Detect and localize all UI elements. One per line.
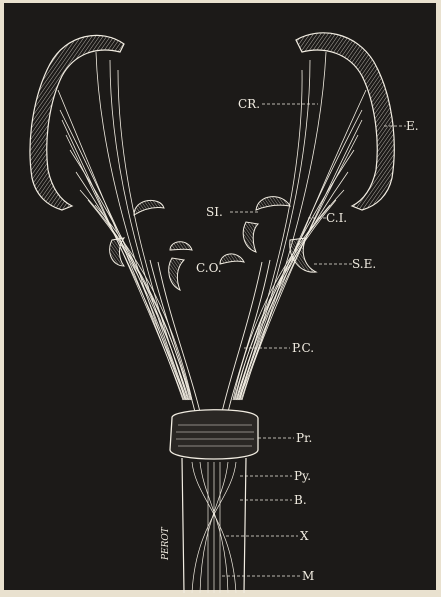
- label-cr: CR.: [238, 97, 260, 111]
- label-e: E.: [406, 119, 419, 133]
- label-m: M: [302, 569, 314, 583]
- label-x: X: [300, 529, 309, 543]
- label-pr: Pr.: [296, 431, 312, 445]
- label-si: SI.: [206, 205, 223, 219]
- pons: [170, 410, 258, 459]
- engraver-signature: PEROT: [161, 526, 171, 561]
- label-co: C.O.: [196, 261, 222, 275]
- label-pc: P.C.: [292, 341, 314, 355]
- label-b: B.: [294, 493, 307, 507]
- label-se: S.E.: [352, 257, 376, 271]
- label-ci: C.I.: [326, 211, 347, 225]
- label-py: Py.: [294, 469, 311, 483]
